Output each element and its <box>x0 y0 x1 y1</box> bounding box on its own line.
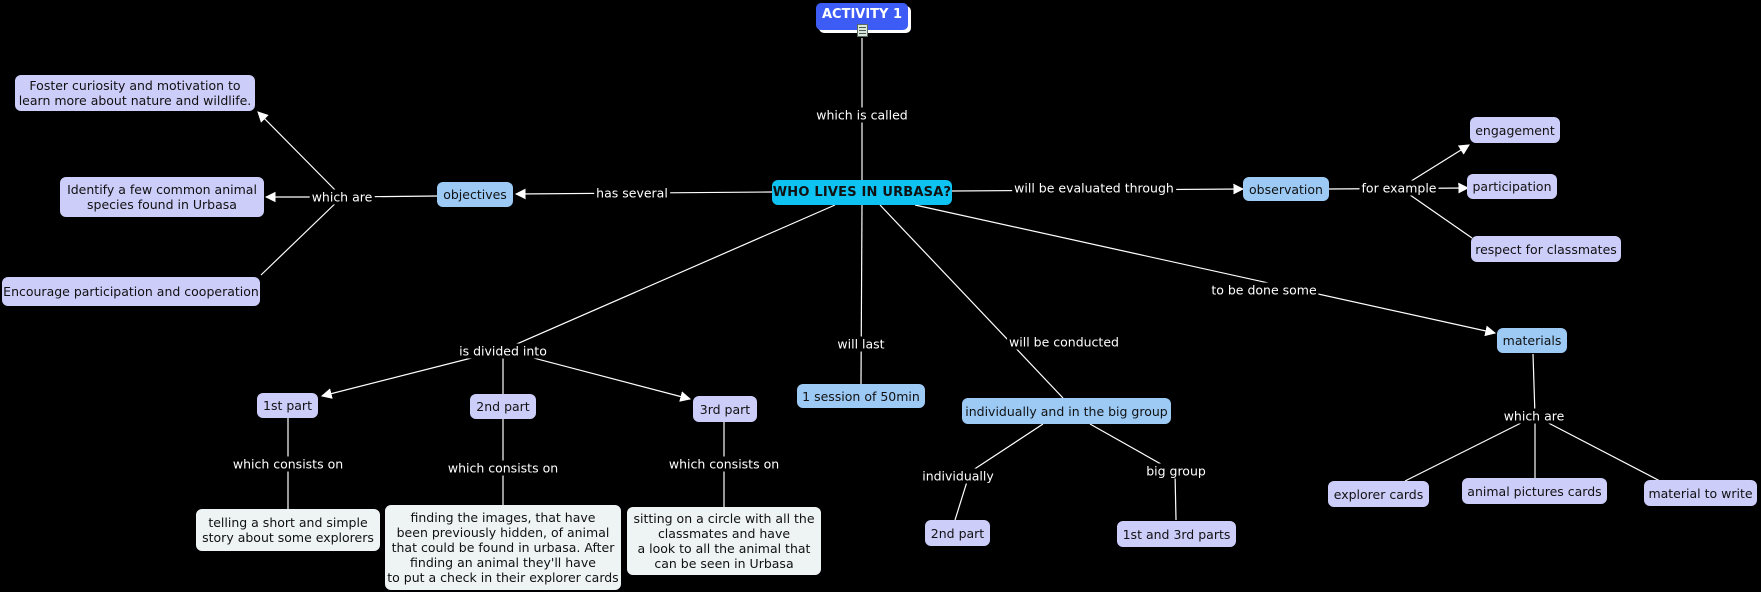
objective-participation[interactable]: Encourage participation and cooperation <box>2 277 260 306</box>
engagement-node[interactable]: engagement <box>1470 117 1560 143</box>
part-2-description[interactable]: finding the images, that have been previ… <box>385 505 621 590</box>
link-consists-part2: which consists on <box>445 460 561 476</box>
link-which-are-materials: which are <box>1501 408 1567 424</box>
materials-node[interactable]: materials <box>1497 328 1567 353</box>
observation-node[interactable]: observation <box>1243 177 1329 201</box>
part-2-node[interactable]: 2nd part <box>470 394 536 419</box>
grouping-node[interactable]: individually and in the big group <box>962 398 1171 424</box>
central-concept[interactable]: WHO LIVES IN URBASA? <box>772 180 952 205</box>
part-3-description[interactable]: sitting on a circle with all the classma… <box>627 507 821 575</box>
link-individually: individually <box>920 468 996 484</box>
explorer-cards-node[interactable]: explorer cards <box>1328 481 1429 507</box>
link-has-several: has several <box>594 185 670 201</box>
link-will-last: will last <box>835 336 887 352</box>
document-icon[interactable] <box>857 24 868 37</box>
link-which-is-called: which is called <box>814 107 910 123</box>
link-is-divided-into: is divided into <box>457 343 549 359</box>
second-part-individual-node[interactable]: 2nd part <box>925 520 990 546</box>
link-which-are-objectives: which are <box>309 189 375 205</box>
link-to-be-done-some: to be done some <box>1209 282 1319 298</box>
activity-title-text: ACTIVITY 1 <box>821 7 903 22</box>
respect-node[interactable]: respect for classmates <box>1471 236 1621 262</box>
objective-identify-species[interactable]: Identify a few common animal species fou… <box>60 177 264 217</box>
link-will-be-evaluated: will be evaluated through <box>1012 180 1176 196</box>
link-consists-part1: which consists on <box>230 456 346 472</box>
link-consists-part3: which consists on <box>666 456 782 472</box>
link-for-example: for example <box>1359 180 1439 196</box>
material-to-write-node[interactable]: material to write <box>1644 480 1757 506</box>
part-1-node[interactable]: 1st part <box>257 393 318 418</box>
participation-node[interactable]: participation <box>1467 174 1557 199</box>
objective-curiosity[interactable]: Foster curiosity and motivation to learn… <box>15 75 255 111</box>
animal-pictures-node[interactable]: animal pictures cards <box>1462 478 1607 504</box>
part-1-description[interactable]: telling a short and simple story about s… <box>196 509 380 551</box>
part-3-node[interactable]: 3rd part <box>693 396 757 422</box>
first-third-parts-node[interactable]: 1st and 3rd parts <box>1117 521 1236 547</box>
link-will-be-conducted: will be conducted <box>1007 334 1121 350</box>
session-node[interactable]: 1 session of 50min <box>797 384 925 408</box>
objectives-node[interactable]: objectives <box>437 182 513 207</box>
activity-title: ACTIVITY 1 <box>816 3 908 30</box>
link-big-group: big group <box>1144 463 1208 479</box>
